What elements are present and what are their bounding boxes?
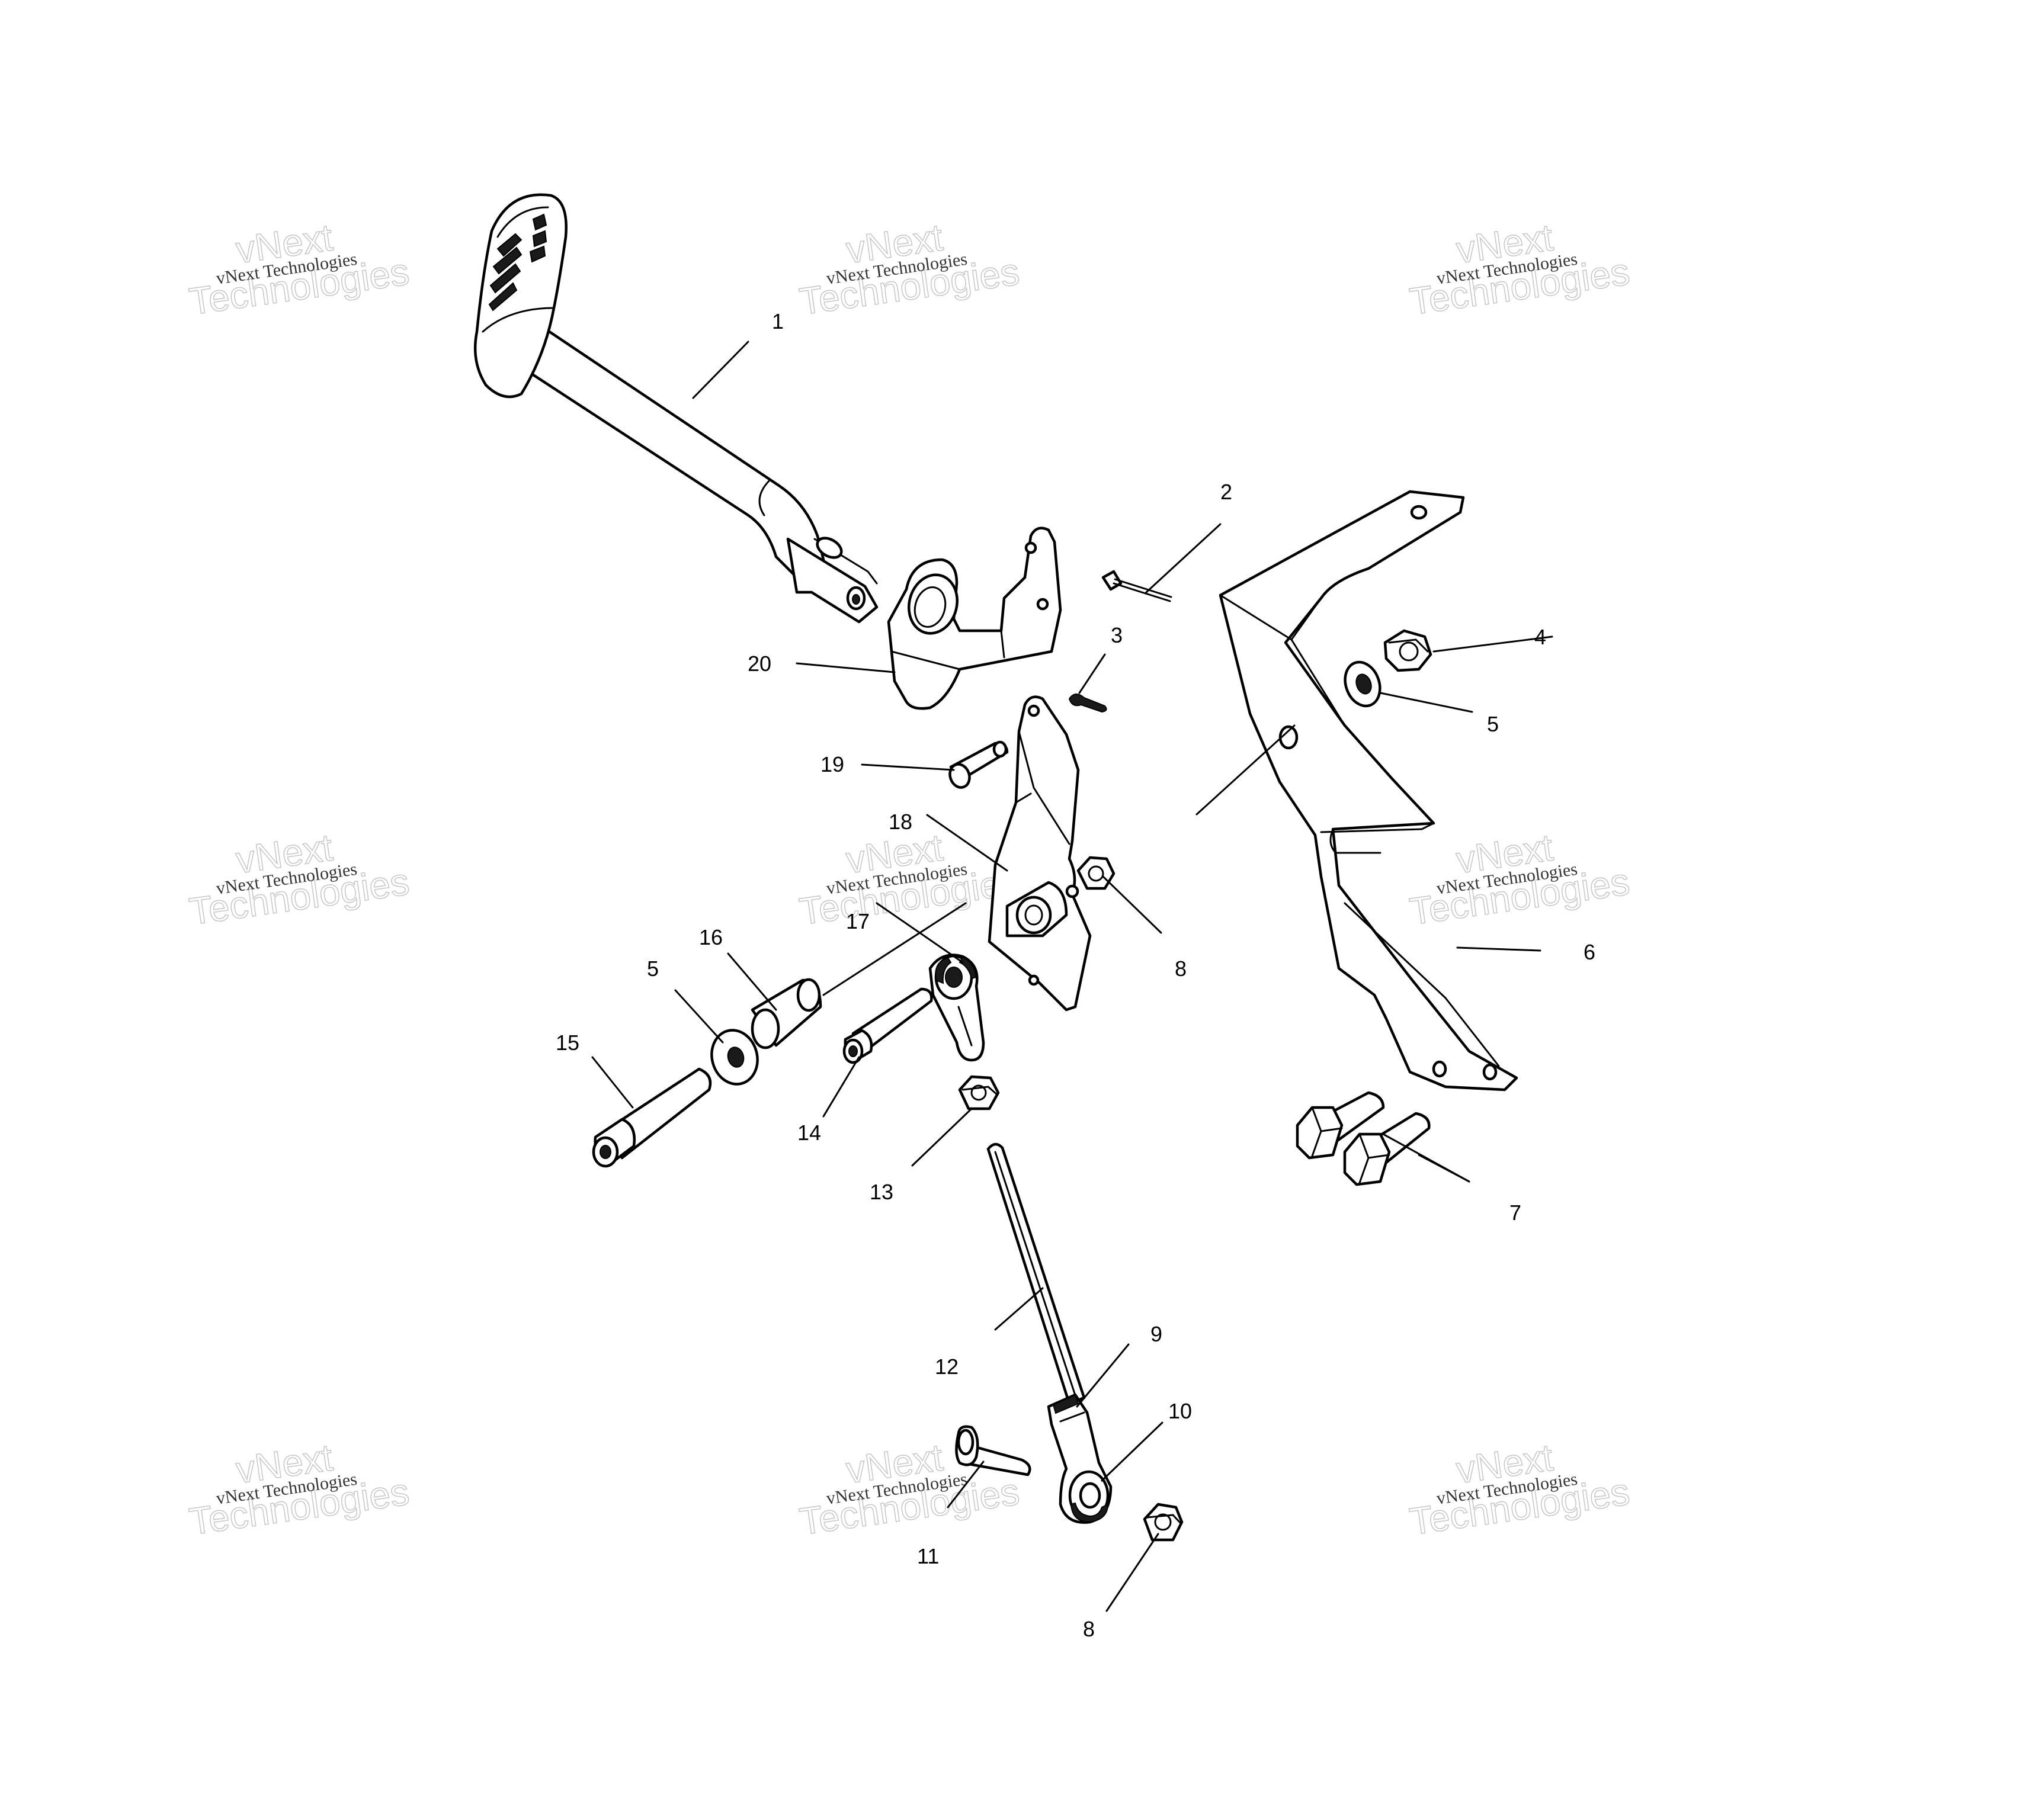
bushing-part-16 xyxy=(751,978,822,1049)
brake-pedal-part-1 xyxy=(473,193,879,624)
rod-part-12 xyxy=(986,1142,1086,1405)
rod-end-part-10 xyxy=(1047,1393,1113,1524)
bolt-part-15 xyxy=(592,1067,712,1168)
pin-part-19 xyxy=(948,740,1009,789)
bolts-part-7 xyxy=(1296,1091,1431,1186)
leader-lines xyxy=(591,341,1553,1612)
callout-13: 13 xyxy=(870,1180,893,1204)
callout-3: 3 xyxy=(1111,623,1123,647)
callout-11: 11 xyxy=(917,1544,939,1568)
callout-19: 19 xyxy=(820,752,844,776)
callout-5-lower: 5 xyxy=(647,956,659,981)
callout-2: 2 xyxy=(1220,480,1232,504)
callout-labels: 1 2 3 4 5 5 6 7 8 8 9 10 11 12 13 14 15 … xyxy=(556,309,1595,1641)
bracket-part-6 xyxy=(1219,490,1518,1092)
callout-10: 10 xyxy=(1168,1399,1192,1423)
callout-12: 12 xyxy=(935,1354,959,1379)
washer-part-5-upper xyxy=(1344,660,1381,708)
rod-end-part-17 xyxy=(928,954,985,1062)
nut-part-13 xyxy=(958,1075,1000,1110)
callout-20: 20 xyxy=(748,651,771,676)
nut-part-4 xyxy=(1383,629,1432,672)
callout-1: 1 xyxy=(772,309,784,333)
callout-8-lower: 8 xyxy=(1083,1617,1095,1641)
callout-16: 16 xyxy=(699,925,723,949)
callout-15: 15 xyxy=(556,1031,579,1055)
callout-5-upper: 5 xyxy=(1487,712,1499,736)
callout-17: 17 xyxy=(846,909,870,933)
nut-part-8-lower xyxy=(1143,1503,1184,1542)
cotter-pin-part-3 xyxy=(1068,694,1107,713)
callout-18: 18 xyxy=(889,810,912,834)
bolt-part-11 xyxy=(955,1425,1031,1476)
callout-9: 9 xyxy=(1150,1322,1162,1346)
nut-part-8-upper xyxy=(1076,856,1116,890)
callout-7: 7 xyxy=(1509,1201,1521,1225)
callout-4: 4 xyxy=(1534,625,1546,649)
washer-part-5-lower xyxy=(710,1029,759,1086)
callout-8-upper: 8 xyxy=(1175,956,1187,981)
callout-14: 14 xyxy=(797,1121,821,1145)
pin-part-2 xyxy=(1101,570,1172,602)
mounting-plate-part-20 xyxy=(887,527,1062,710)
bolt-part-14 xyxy=(842,987,933,1064)
lever-plate-part-18 xyxy=(988,695,1092,1012)
callout-6: 6 xyxy=(1584,940,1595,964)
